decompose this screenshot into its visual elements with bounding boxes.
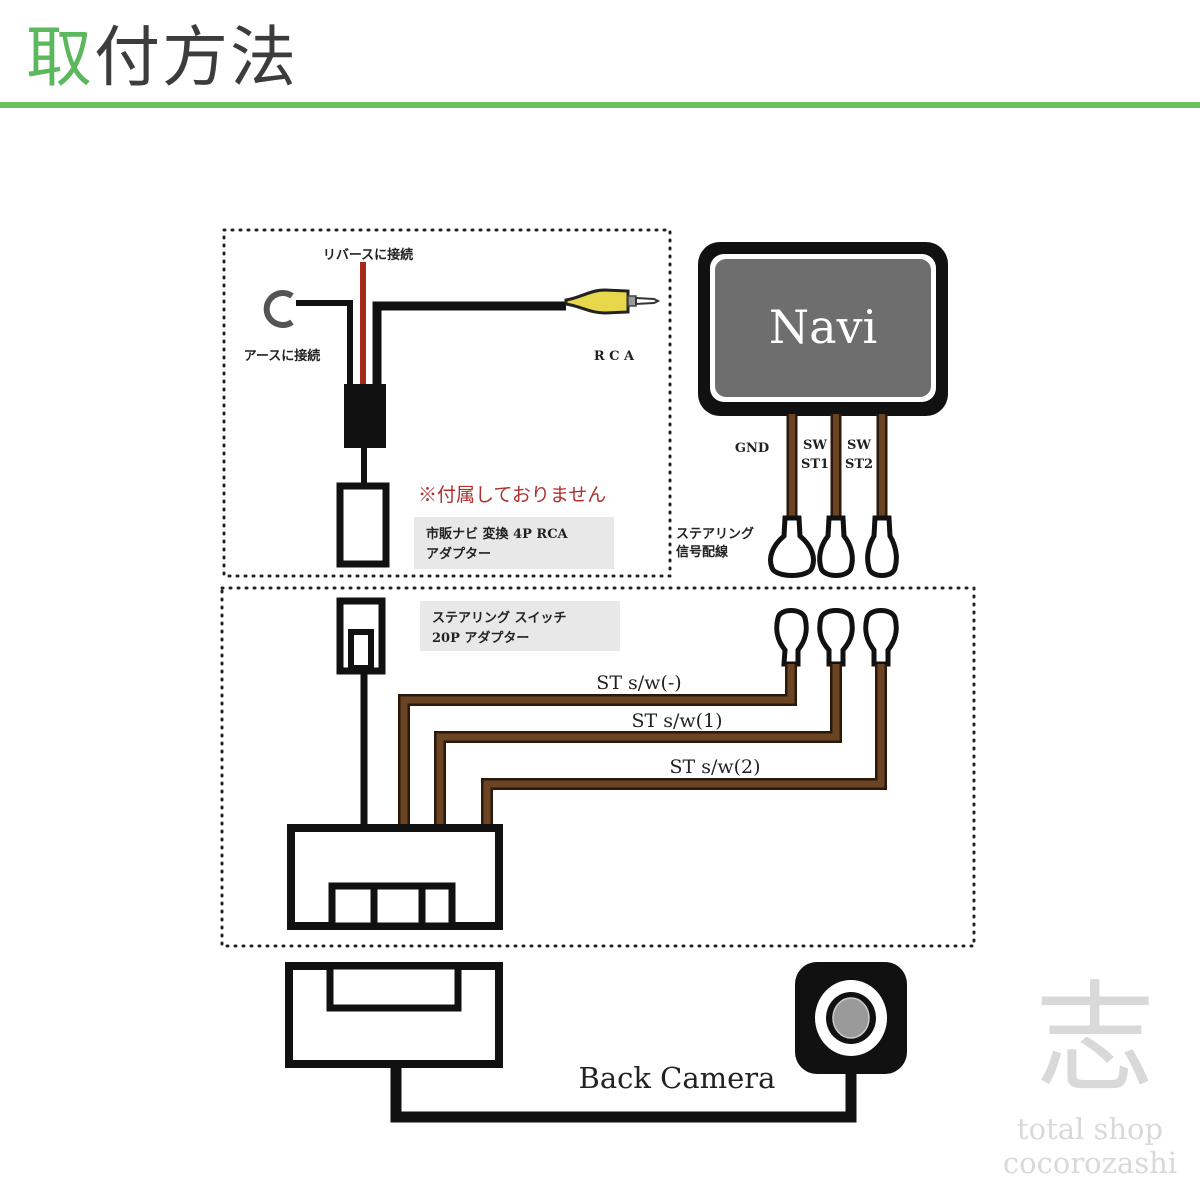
wire-st-2: [483, 664, 885, 826]
vehicle-connector-pins: [328, 882, 456, 930]
connector-block: [344, 384, 386, 448]
wire-st-2-outline: [481, 664, 887, 826]
rca-plug-pin: [635, 296, 661, 306]
caption-line: 市販ナビ 変換 4P RCA: [426, 527, 568, 542]
pin-label-sw2: SW: [847, 438, 871, 453]
pin-label-st2: ST2: [845, 457, 873, 472]
camera-lens: [832, 997, 870, 1039]
navi-terminals: [768, 515, 899, 578]
watermark-line2: cocorozashi: [1002, 1146, 1178, 1180]
ground-ring-icon: [263, 290, 294, 328]
title-underline: [0, 102, 1200, 108]
4p-rca-adapter-plug: [336, 482, 390, 568]
caption-line: アダプター: [426, 547, 492, 562]
rca-wire: [372, 301, 566, 384]
head-unit-slot: [326, 962, 462, 1012]
watermark-kanji: 志: [1035, 970, 1155, 1109]
watermark-line1: total shop: [1016, 1112, 1164, 1146]
pin-label-st1: ST1: [801, 457, 829, 472]
4p-rca-adapter-caption: 市販ナビ 変換 4P RCA アダプター: [414, 517, 614, 569]
terminal-icon: [774, 608, 809, 667]
terminal-icon: [817, 608, 855, 667]
title-rest: 付方法: [94, 19, 298, 96]
not-included-note: ※付属しておりません: [418, 484, 607, 506]
terminal-icon: [863, 608, 899, 667]
camera-cable: [390, 1064, 857, 1123]
navi-pin-wires: [786, 414, 888, 518]
title-first-char: 取: [26, 19, 94, 96]
ground-wire: [296, 300, 353, 384]
caption-line: ステアリング スイッチ: [432, 611, 567, 626]
terminal-icon: [817, 515, 855, 578]
wire-st-1: [436, 664, 840, 826]
page-title: 取付方法: [26, 18, 298, 98]
navi-label: Navi: [769, 300, 877, 354]
steering-adapter-region: [220, 586, 976, 948]
steering-signal-label-line2: 信号配線: [676, 544, 729, 560]
adapter-terminals: [774, 608, 899, 667]
wire-st-minus: [400, 664, 795, 826]
20p-adapter-caption: ステアリング スイッチ 20P アダプター: [420, 601, 620, 651]
terminal-icon: [865, 515, 899, 578]
rca-label: R C A: [594, 349, 635, 364]
steering-wires: [398, 664, 887, 826]
rca-plug-collar: [627, 295, 637, 307]
pin-label-sw1: SW: [803, 438, 827, 453]
ground-label: アースに接続: [244, 348, 321, 364]
reverse-label: リバースに接続: [323, 247, 413, 263]
steering-signal-label-line1: ステアリング: [676, 526, 754, 542]
back-camera-label: Back Camera: [579, 1061, 776, 1095]
pin-label-gnd: GND: [735, 441, 769, 456]
terminal-icon: [768, 515, 816, 578]
rca-plug-icon: [564, 288, 630, 315]
wire-label-st-2: ST s/w(2): [669, 756, 760, 778]
wire-label-st-minus: ST s/w(-): [596, 672, 681, 694]
wire-label-st-1: ST s/w(1): [631, 710, 722, 732]
caption-line: 20P アダプター: [432, 631, 530, 646]
not-included-region: [222, 228, 672, 578]
navi-screen: [715, 259, 931, 397]
20p-plug-socket: [348, 629, 374, 671]
